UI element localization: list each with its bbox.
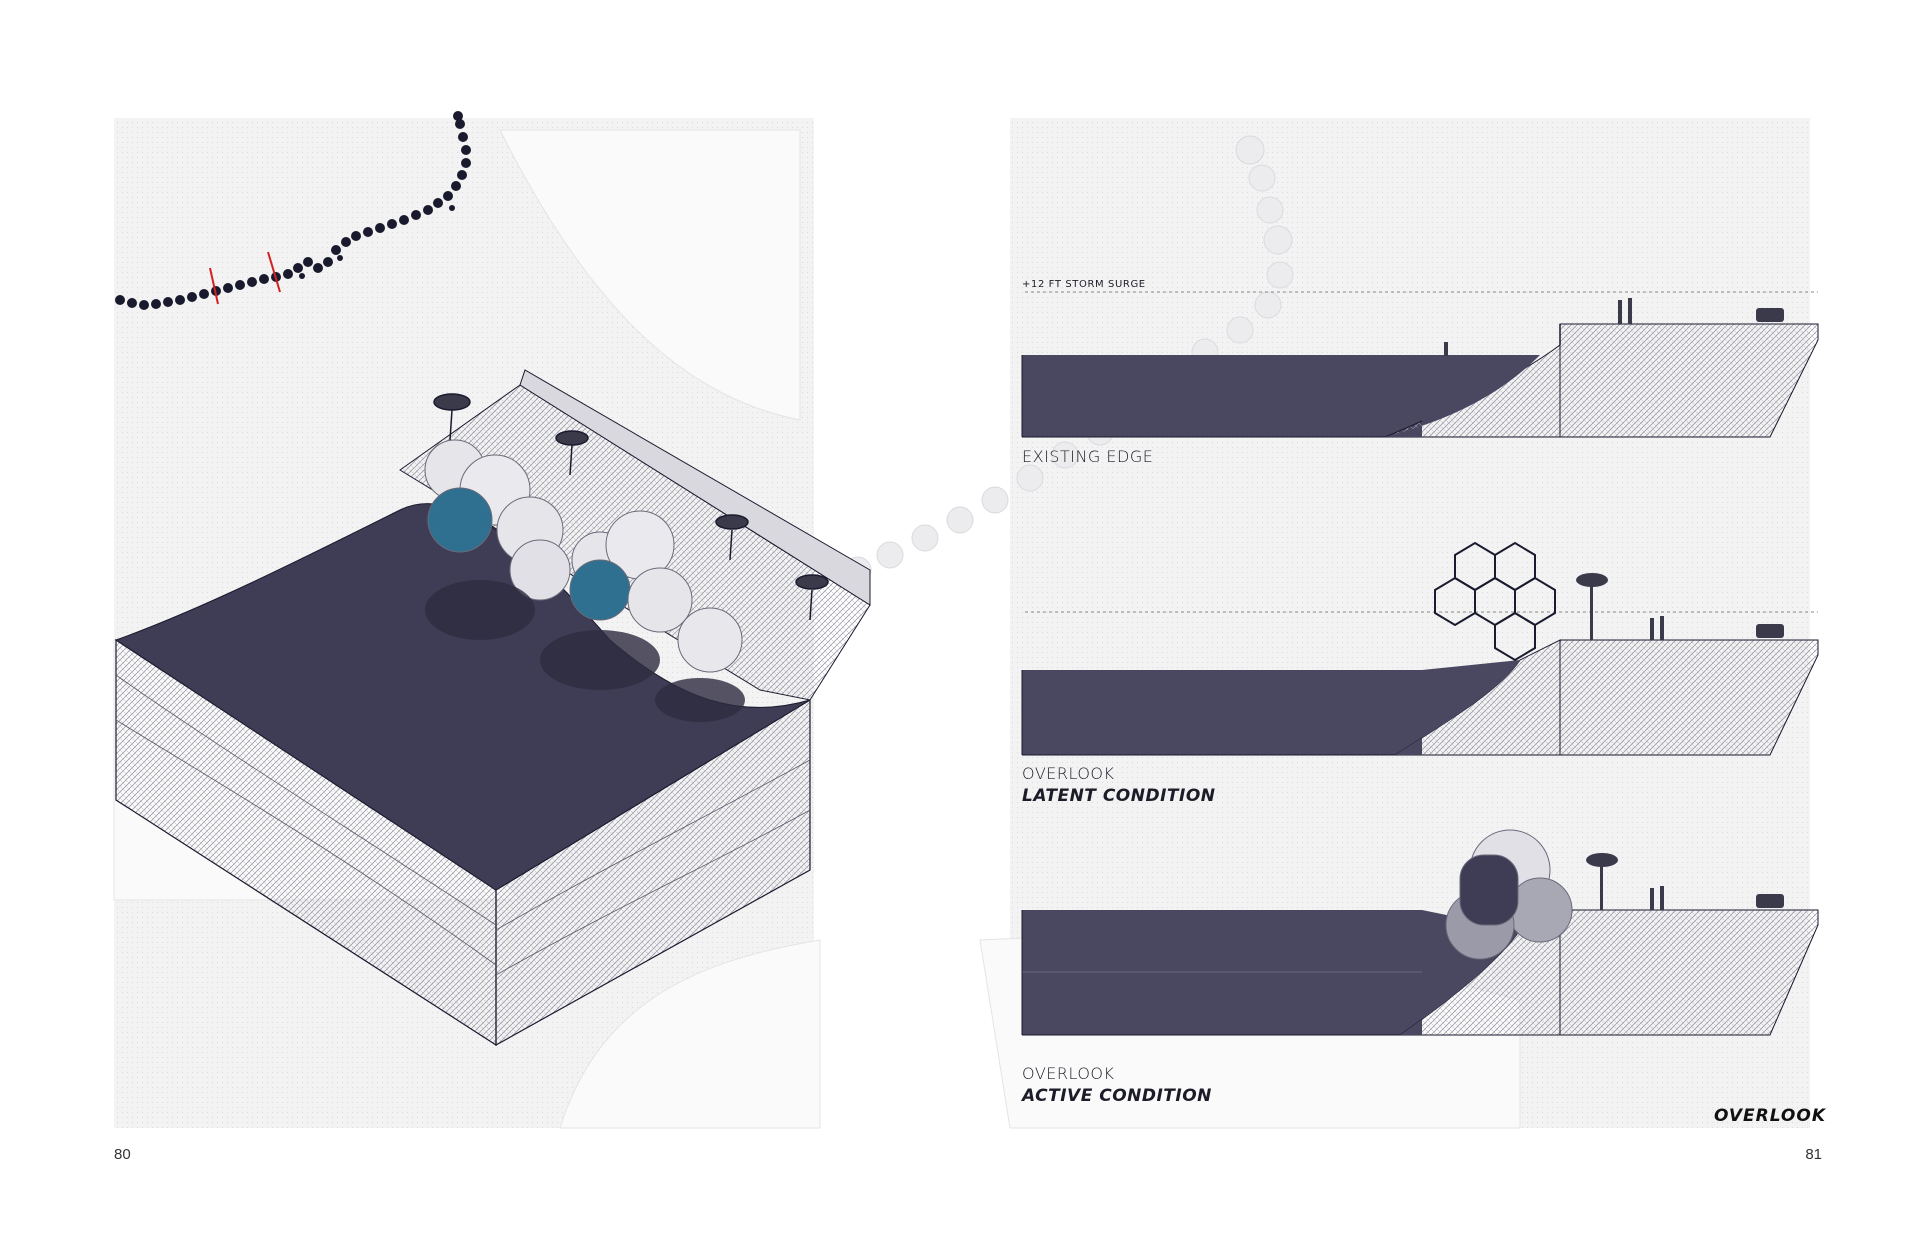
section-existing-edge <box>1021 298 1819 438</box>
section-3-subtitle: ACTIVE CONDITION <box>1022 1086 1212 1106</box>
section-heading: OVERLOOK <box>1713 1106 1826 1126</box>
right-page-number: 81 <box>1805 1146 1822 1163</box>
section-overlook-latent <box>1021 541 1819 756</box>
left-page-number: 80 <box>114 1146 131 1163</box>
section-2-title: OVERLOOK <box>1022 764 1115 783</box>
section-overlook-active <box>1021 829 1819 1036</box>
section-1-title: EXISTING EDGE <box>1022 447 1154 466</box>
isometric-site-model <box>114 369 871 1047</box>
section-2-subtitle: LATENT CONDITION <box>1022 786 1216 806</box>
storm-surge-label: +12 FT STORM SURGE <box>1022 279 1146 290</box>
key-plan-coastline <box>115 111 471 310</box>
section-3-title: OVERLOOK <box>1022 1064 1115 1083</box>
